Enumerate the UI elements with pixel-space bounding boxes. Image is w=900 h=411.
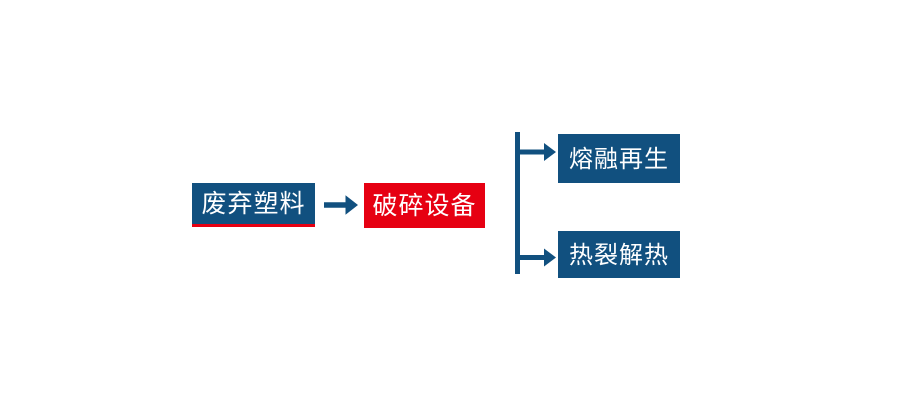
node-outcome-a-label: 熔融再生 [569, 144, 669, 173]
branch-connector [510, 128, 562, 278]
node-process-crushing-equipment[interactable]: 破碎设备 [364, 183, 485, 228]
node-outcome-melt-regeneration[interactable]: 熔融再生 [558, 134, 680, 183]
arrow-right-icon [322, 190, 360, 220]
branch-bottom-arrow-right-icon [520, 248, 556, 267]
vertical-line [515, 132, 520, 274]
node-outcome-pyrolysis[interactable]: 热裂解热 [558, 231, 680, 278]
node-outcome-b-label: 热裂解热 [569, 240, 669, 269]
node-source-waste-plastic[interactable]: 废弃塑料 [192, 183, 315, 227]
node-process-label: 破碎设备 [372, 191, 477, 220]
node-source-label: 废弃塑料 [201, 189, 306, 218]
branch-top-arrow-right-icon [520, 143, 556, 161]
